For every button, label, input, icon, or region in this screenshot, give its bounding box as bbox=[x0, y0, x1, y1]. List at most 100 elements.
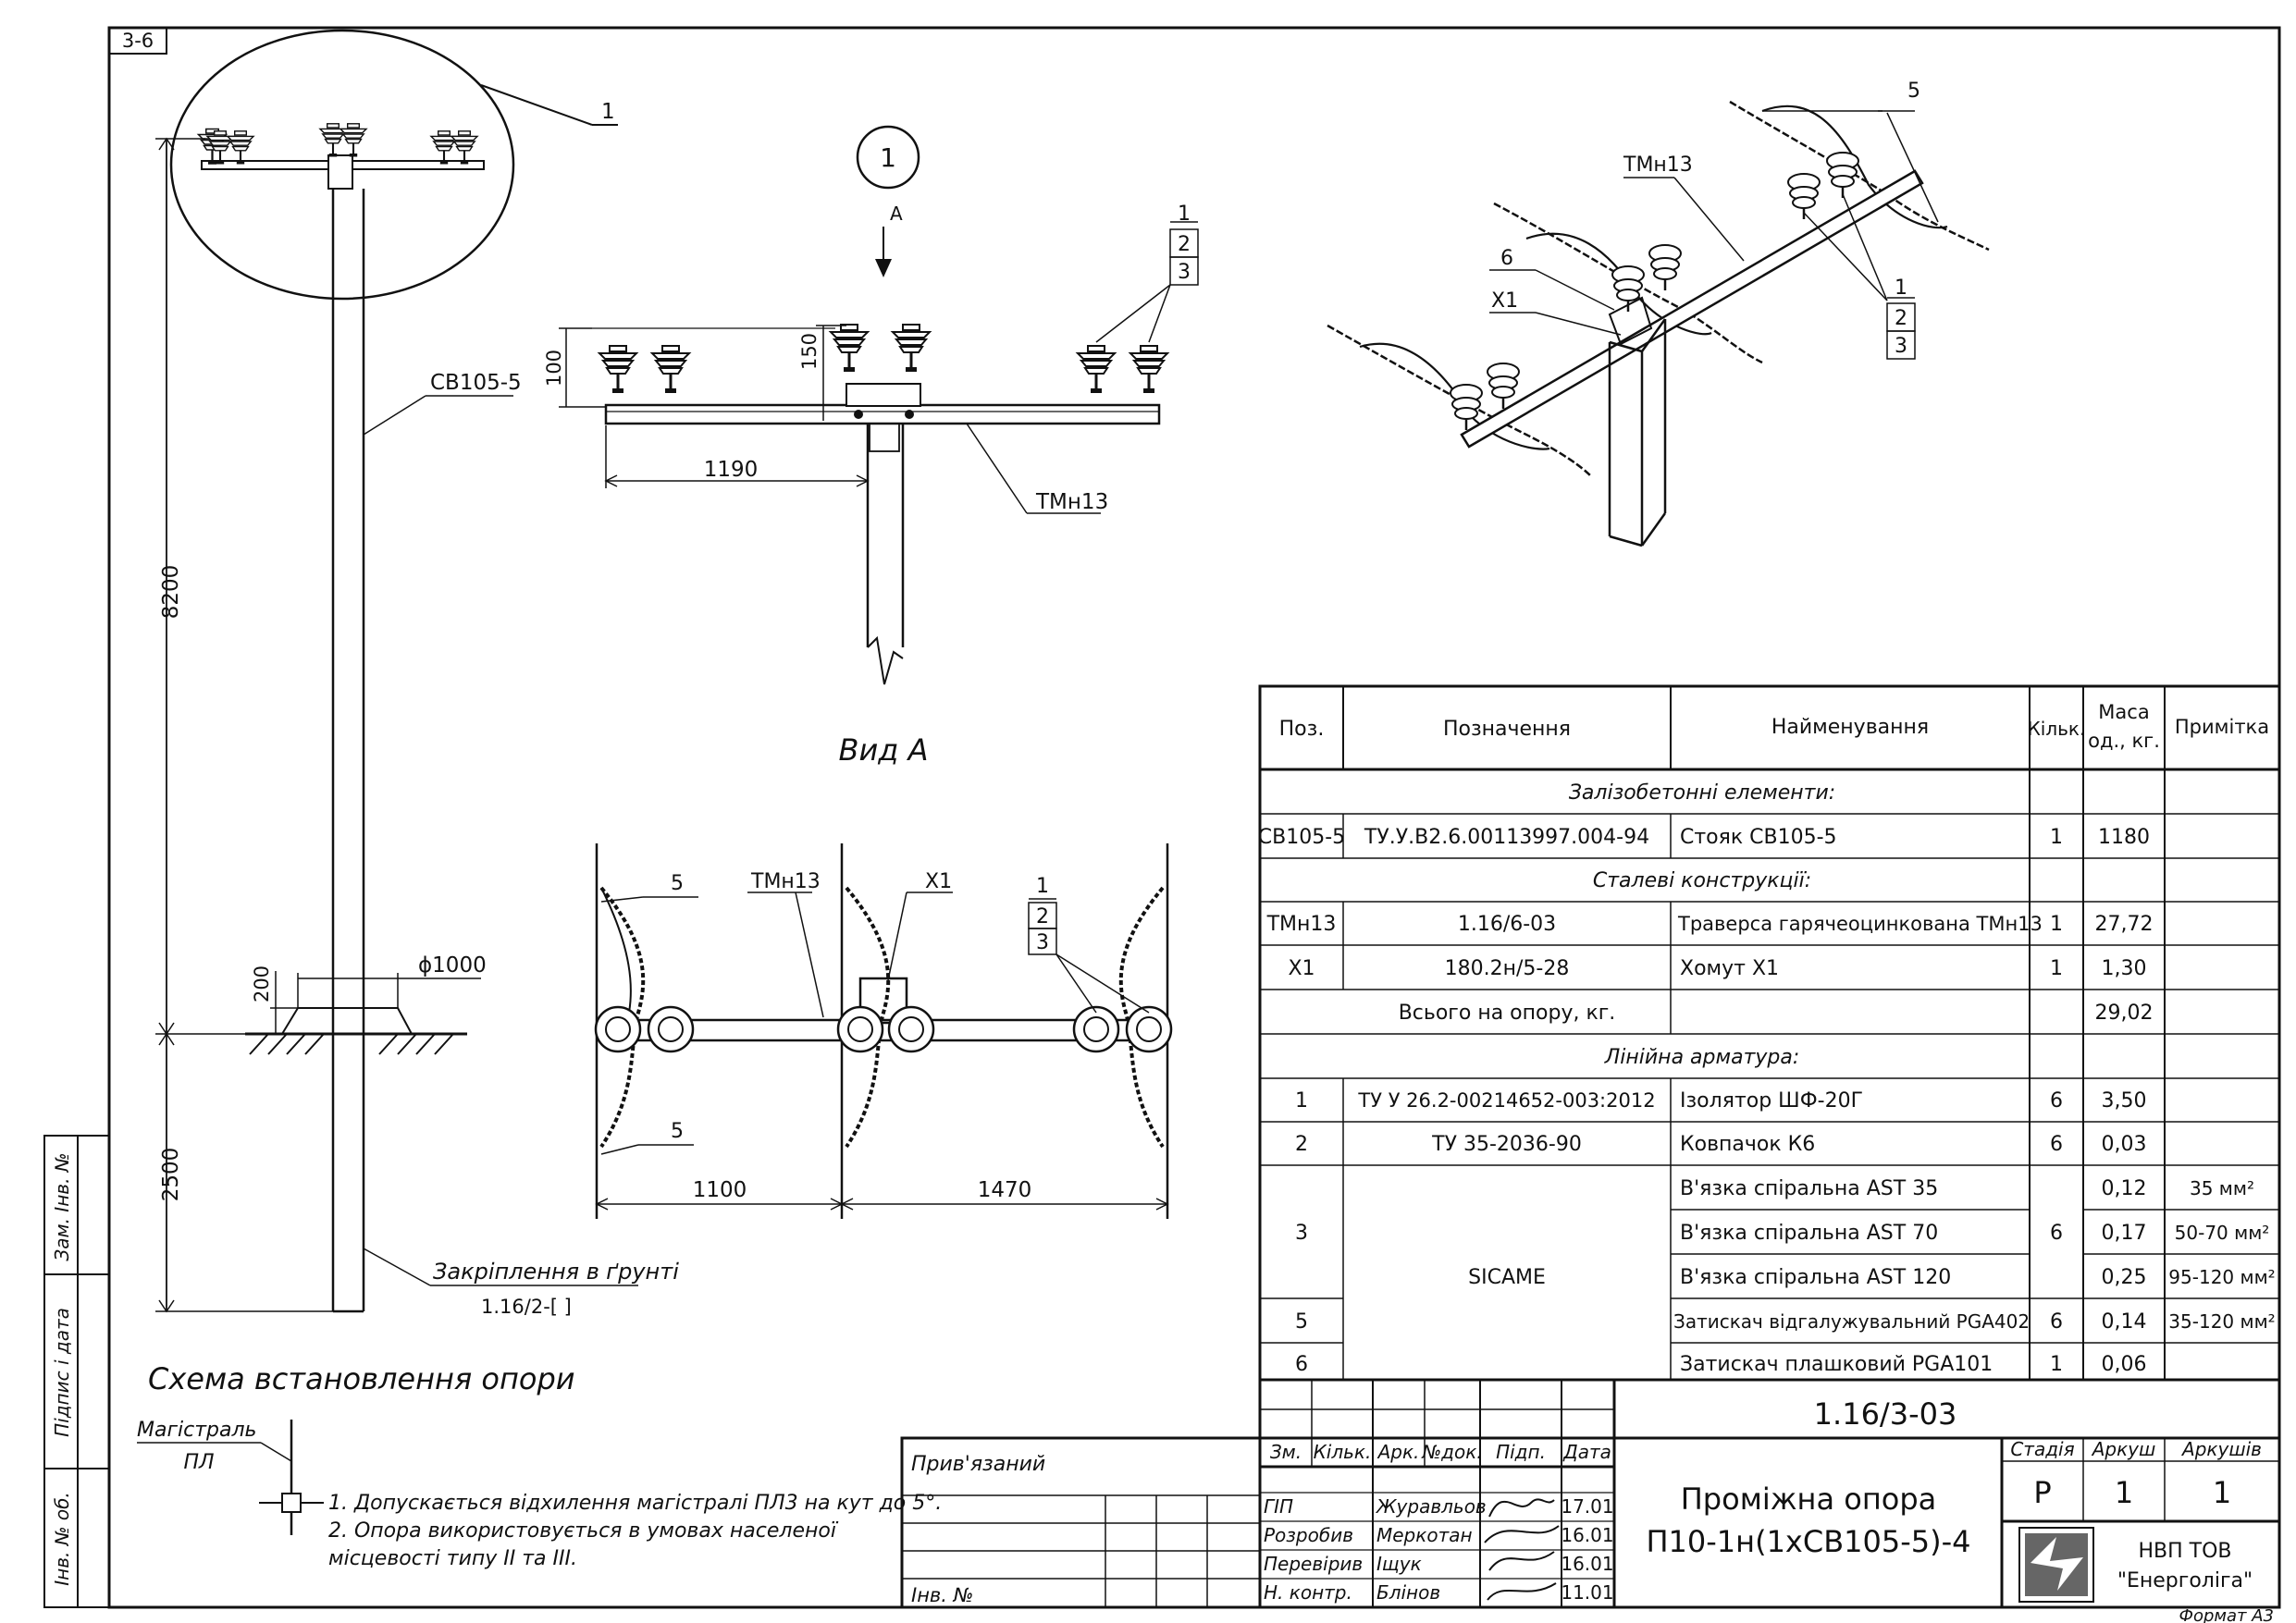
detail-crossarm-label: ТМн13 bbox=[1035, 490, 1108, 514]
row-insulator-pos: 1 bbox=[1295, 1089, 1308, 1113]
row-clamp-mass: 1,30 bbox=[2102, 957, 2147, 980]
title-block-grid bbox=[900, 1378, 2281, 1609]
detail-pos-3: 3 bbox=[1178, 261, 1191, 284]
row-cap-mass: 0,03 bbox=[2102, 1133, 2147, 1156]
view-a-title: Вид А bbox=[839, 732, 929, 768]
row-pga402-qty: 6 bbox=[2050, 1310, 2063, 1334]
tie-1-name: В'язка спіральна AST 35 bbox=[1680, 1177, 1938, 1200]
view-a-dim-1470: 1470 bbox=[978, 1178, 1032, 1202]
pole-callout-1: 1 bbox=[601, 100, 615, 124]
row-pole-pos: СВ105-5 bbox=[1258, 826, 1345, 849]
th-mass-1: Маса bbox=[2098, 701, 2149, 723]
row-pga402-mass: 0,14 bbox=[2102, 1310, 2147, 1334]
row-pole-designation: ТУ.У.В2.6.00113997.004-94 bbox=[1364, 826, 1649, 849]
view-a-clamp-label: Х1 bbox=[925, 870, 952, 893]
view-a-dim-1100: 1100 bbox=[693, 1178, 747, 1202]
scheme-title: Схема встановлення опори bbox=[148, 1361, 575, 1396]
side-label-signature: Підпис і дата bbox=[51, 1308, 73, 1437]
row-clamp-qty: 1 bbox=[2050, 957, 2063, 980]
row-insulator-qty: 6 bbox=[2050, 1089, 2063, 1113]
th-mass-2: од., кг. bbox=[2088, 730, 2160, 752]
scheme-line-label-1: Магістраль bbox=[137, 1419, 257, 1442]
row-ties-pos: 3 bbox=[1295, 1222, 1308, 1245]
iso-label-6: 6 bbox=[1500, 247, 1513, 270]
row-crossarm-pos: ТМн13 bbox=[1266, 913, 1337, 936]
th-qty: Кільк. bbox=[2028, 718, 2086, 740]
th-designation: Позначення bbox=[1443, 718, 1571, 741]
detail-callout-1: 1 bbox=[880, 142, 896, 173]
org-name-1: НВП ТОВ bbox=[2138, 1540, 2231, 1563]
tie-3-name: В'язка спіральна AST 120 bbox=[1680, 1266, 1951, 1289]
tie-2-mass: 0,17 bbox=[2102, 1222, 2147, 1245]
view-a-5-bottom: 5 bbox=[671, 1120, 684, 1143]
role-checker: Перевірив bbox=[1264, 1553, 1363, 1575]
th-pos: Поз. bbox=[1279, 718, 1325, 741]
th-note: Примітка bbox=[2175, 716, 2269, 738]
col-qty: Кільк. bbox=[1314, 1441, 1372, 1463]
anchoring-label: Закріплення в ґрунті bbox=[433, 1259, 679, 1285]
sheets-value: 1 bbox=[2213, 1475, 2231, 1510]
section-fittings: Лінійна арматура: bbox=[1604, 1046, 1800, 1069]
detail-dim-1190: 1190 bbox=[704, 458, 759, 482]
supplier-sicame: SICAME bbox=[1468, 1266, 1546, 1289]
col-date: Дата bbox=[1562, 1441, 1611, 1463]
col-change: Зм. bbox=[1270, 1441, 1302, 1463]
row-pga101-qty: 1 bbox=[2050, 1353, 2063, 1376]
row-insulator-mass: 3,50 bbox=[2102, 1089, 2147, 1113]
row-crossarm-mass: 27,72 bbox=[2095, 913, 2154, 936]
section-concrete: Залізобетонні елементи: bbox=[1569, 781, 1835, 805]
stage-label: Стадія bbox=[2010, 1438, 2074, 1460]
attached-label: Прив'язаний bbox=[911, 1453, 1045, 1476]
iso-pos-1: 1 bbox=[1895, 277, 1907, 300]
row-cap-qty: 6 bbox=[2050, 1133, 2063, 1156]
view-a-drawing bbox=[594, 843, 1173, 1219]
row-pole-qty: 1 bbox=[2050, 826, 2063, 849]
dim-phi1000: ϕ1000 bbox=[418, 953, 487, 977]
drawing-title-2: П10-1н(1хСВ105-5)-4 bbox=[1646, 1524, 1970, 1559]
tie-3-note: 95-120 мм² bbox=[2168, 1266, 2275, 1288]
view-a-pos-3: 3 bbox=[1036, 931, 1049, 954]
tie-1-note: 35 мм² bbox=[2190, 1177, 2254, 1199]
side-label-replace: Зам. Інв. № bbox=[51, 1152, 73, 1260]
view-a-pos-1: 1 bbox=[1036, 875, 1049, 898]
row-clamp-name: Хомут Х1 bbox=[1680, 957, 1779, 980]
drawing-title-1: Проміжна опора bbox=[1681, 1482, 1937, 1517]
row-clamp-designation: 180.2н/5-28 bbox=[1445, 957, 1570, 980]
stage-value: Р bbox=[2033, 1475, 2051, 1510]
iso-clamp-label: Х1 bbox=[1491, 289, 1518, 313]
view-a-5-top: 5 bbox=[671, 872, 684, 895]
scheme-note-3: місцевості типу II та III. bbox=[328, 1547, 577, 1570]
detail-dim-150: 150 bbox=[798, 333, 821, 370]
name-developer: Меркотан bbox=[1376, 1524, 1473, 1546]
row-total-mass: 29,02 bbox=[2095, 1002, 2154, 1025]
scheme-note-2: 2. Опора використовується в умовах насел… bbox=[328, 1519, 839, 1543]
date-norm-control: 11.01 bbox=[1561, 1581, 1613, 1604]
side-label-inv: Інв. № об. bbox=[51, 1492, 73, 1586]
row-pga402-pos: 5 bbox=[1295, 1310, 1308, 1334]
row-pga402-name: Затискач відгалужувальний PGA402 bbox=[1673, 1310, 2030, 1333]
view-a-pos-2: 2 bbox=[1036, 905, 1049, 928]
row-pga101-pos: 6 bbox=[1295, 1353, 1308, 1376]
row-crossarm-designation: 1.16/6-03 bbox=[1458, 913, 1556, 936]
row-pga101-name: Затискач плашковий PGA101 bbox=[1680, 1353, 1993, 1376]
row-clamp-pos: Х1 bbox=[1288, 957, 1315, 980]
row-cap-designation: ТУ 35-2036-90 bbox=[1431, 1133, 1582, 1156]
role-norm-control: Н. контр. bbox=[1264, 1581, 1352, 1604]
sheets-label: Аркушів bbox=[2180, 1438, 2262, 1460]
row-cap-name: Ковпачок К6 bbox=[1680, 1133, 1815, 1156]
name-checker: Іщук bbox=[1376, 1553, 1422, 1575]
iso-pos-2: 2 bbox=[1895, 307, 1907, 330]
dim-200: 200 bbox=[251, 965, 273, 1002]
iso-pos-3: 3 bbox=[1895, 335, 1907, 358]
dim-8200: 8200 bbox=[159, 565, 183, 620]
row-ties-qty: 6 bbox=[2050, 1222, 2063, 1245]
scheme-line-label-2: ПЛ bbox=[183, 1451, 214, 1474]
dim-2500: 2500 bbox=[159, 1148, 183, 1202]
doc-number: 1.16/3-03 bbox=[1814, 1396, 1957, 1432]
iso-label-5: 5 bbox=[1907, 80, 1920, 103]
view-a-crossarm-label: ТМн13 bbox=[750, 870, 821, 893]
date-developer: 16.01 bbox=[1561, 1524, 1613, 1546]
name-norm-control: Блінов bbox=[1376, 1581, 1440, 1604]
role-gip: ГІП bbox=[1264, 1495, 1293, 1518]
